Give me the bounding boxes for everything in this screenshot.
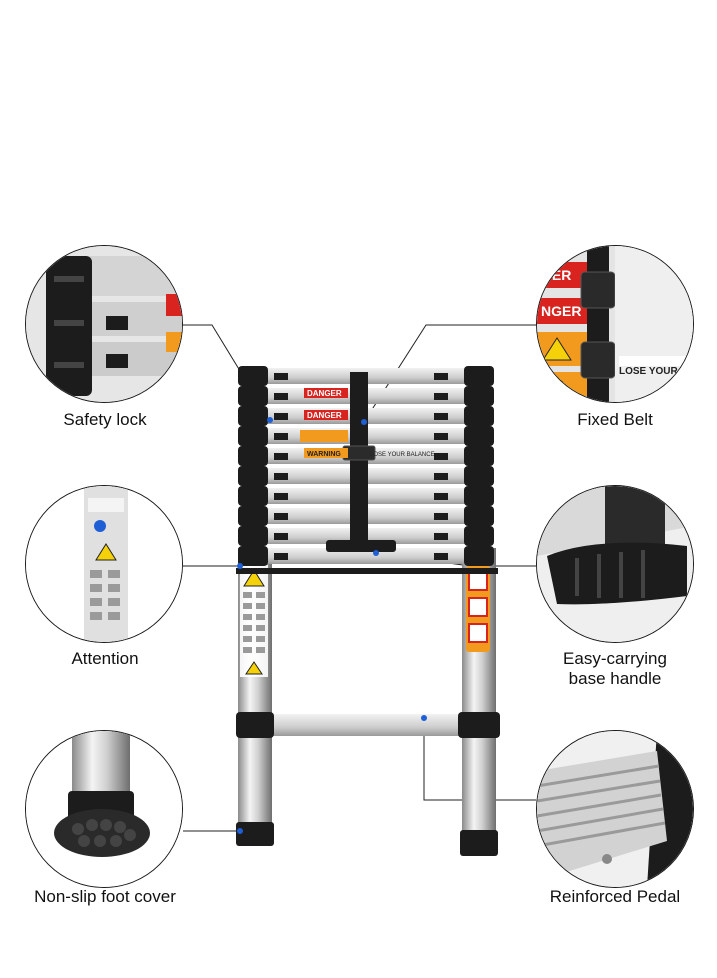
fixed-belt-callout: GER NGER ING LOSE YOUR — [536, 245, 694, 403]
svg-text:WARNING: WARNING — [307, 451, 341, 458]
callout-anchor-dots — [237, 417, 427, 834]
left-rung-clamp — [238, 526, 268, 546]
svg-text:LOSE YOUR BALANCE: LOSE YOUR BALANCE — [370, 452, 435, 458]
rung-slot — [434, 533, 448, 540]
belt-detail-icon: GER NGER ING LOSE YOUR — [537, 246, 693, 402]
attention-stickers — [240, 565, 268, 677]
rung-slot — [434, 433, 448, 440]
left-foot-cover — [236, 822, 274, 846]
lock-detail-icon — [26, 246, 182, 402]
right-rung-clamp — [464, 466, 494, 486]
lower-rung — [240, 714, 496, 736]
reinforced-pedal-label: Reinforced Pedal — [549, 887, 681, 906]
right-rung-clamp — [464, 446, 494, 466]
right-foot-cover — [460, 830, 498, 856]
rung-slot — [274, 473, 288, 480]
right-rung-clamp — [464, 526, 494, 546]
right-rung-clamp — [464, 546, 494, 566]
left-rung-clamp — [238, 386, 268, 406]
right-rung-clamp — [464, 506, 494, 526]
left-rung-clamp — [238, 486, 268, 506]
foot-cover-icon — [26, 731, 182, 887]
right-rung-clamp — [464, 386, 494, 406]
right-rung-clamp — [464, 406, 494, 426]
reinforced-pedal-callout — [536, 730, 694, 888]
svg-text:DANGER: DANGER — [307, 411, 342, 420]
rung-slot — [434, 553, 448, 560]
rung-slot — [274, 533, 288, 540]
easy-carrying-handle-label: Easy-carrying base handle — [535, 649, 695, 689]
rung-slot — [274, 513, 288, 520]
svg-text:ING: ING — [541, 377, 564, 392]
collapsed-rung — [262, 548, 474, 564]
fixed-belt — [326, 372, 396, 552]
left-rung-clamp — [238, 546, 268, 566]
stack-base-plate — [236, 568, 498, 574]
left-rung-clamp — [238, 446, 268, 466]
handle-detail-icon — [537, 486, 693, 642]
safety-lock-label: Safety lock — [63, 410, 147, 429]
svg-text:NGER: NGER — [541, 303, 581, 319]
svg-text:DANGER: DANGER — [307, 389, 342, 398]
attention-label: Attention — [71, 649, 139, 668]
pedal-detail-icon — [537, 731, 693, 887]
left-rung-clamp — [238, 466, 268, 486]
rung-slot — [274, 393, 288, 400]
left-rung-clamp — [238, 506, 268, 526]
svg-text:LOSE YOUR: LOSE YOUR — [619, 366, 678, 377]
rung-slot — [274, 453, 288, 460]
easy-carrying-handle-callout — [536, 485, 694, 643]
right-pole-labels — [466, 566, 490, 652]
rung-slot — [434, 393, 448, 400]
svg-text:GER: GER — [541, 267, 571, 283]
rung-warning-labels: DANGER DANGER WARNING LOSE YOUR BALANCE — [300, 388, 435, 458]
right-rung-clamp — [464, 486, 494, 506]
rung-slot — [434, 453, 448, 460]
left-rung-clamp — [238, 406, 268, 426]
rung-slot — [434, 373, 448, 380]
rung-slot — [274, 373, 288, 380]
rung-slot — [274, 493, 288, 500]
rung-slot — [434, 513, 448, 520]
left-rung-clamp — [238, 426, 268, 446]
non-slip-foot-label: Non-slip foot cover — [34, 887, 176, 906]
rung-slot — [274, 413, 288, 420]
easy-carrying-handle-line1: Easy-carrying — [563, 649, 667, 668]
right-rung-clamp — [464, 366, 494, 386]
attention-callout — [25, 485, 183, 643]
safety-lock-callout — [25, 245, 183, 403]
warning-label-icon — [26, 486, 182, 642]
rung-slot — [274, 553, 288, 560]
rung-slot — [434, 413, 448, 420]
rung-slot — [274, 433, 288, 440]
left-rung-clamp — [238, 366, 268, 386]
rung-slot — [434, 473, 448, 480]
non-slip-foot-callout — [25, 730, 183, 888]
right-rung-clamp — [464, 426, 494, 446]
rung-slot — [434, 493, 448, 500]
fixed-belt-label: Fixed Belt — [577, 410, 653, 429]
easy-carrying-handle-line2: base handle — [568, 669, 662, 688]
